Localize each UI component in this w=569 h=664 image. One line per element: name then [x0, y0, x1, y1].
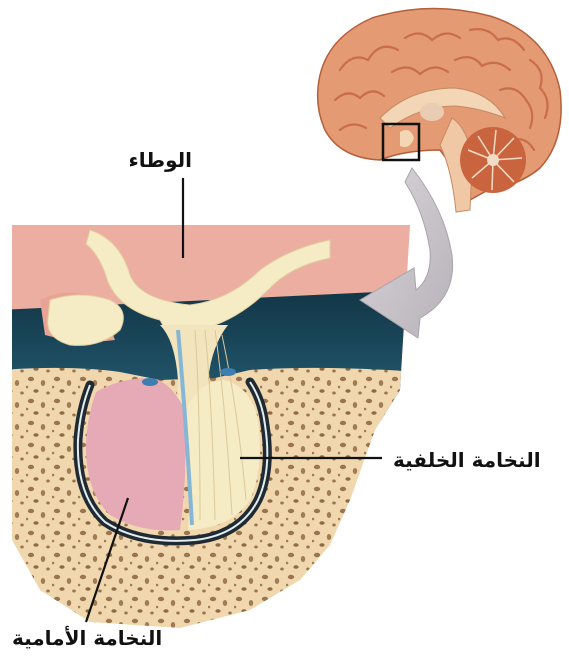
thalamus	[420, 103, 444, 121]
vessel-right	[220, 368, 236, 376]
label-hypothalamus: الوطاء	[129, 150, 192, 170]
cerebellum-core	[487, 154, 499, 166]
brain-illustration	[318, 8, 561, 212]
pituitary-cross-section	[0, 215, 420, 664]
label-posterior-pituitary: النخامة الخلفية	[393, 450, 541, 470]
label-anterior-pituitary: النخامة الأمامية	[12, 628, 162, 648]
vessel-left	[142, 378, 158, 386]
